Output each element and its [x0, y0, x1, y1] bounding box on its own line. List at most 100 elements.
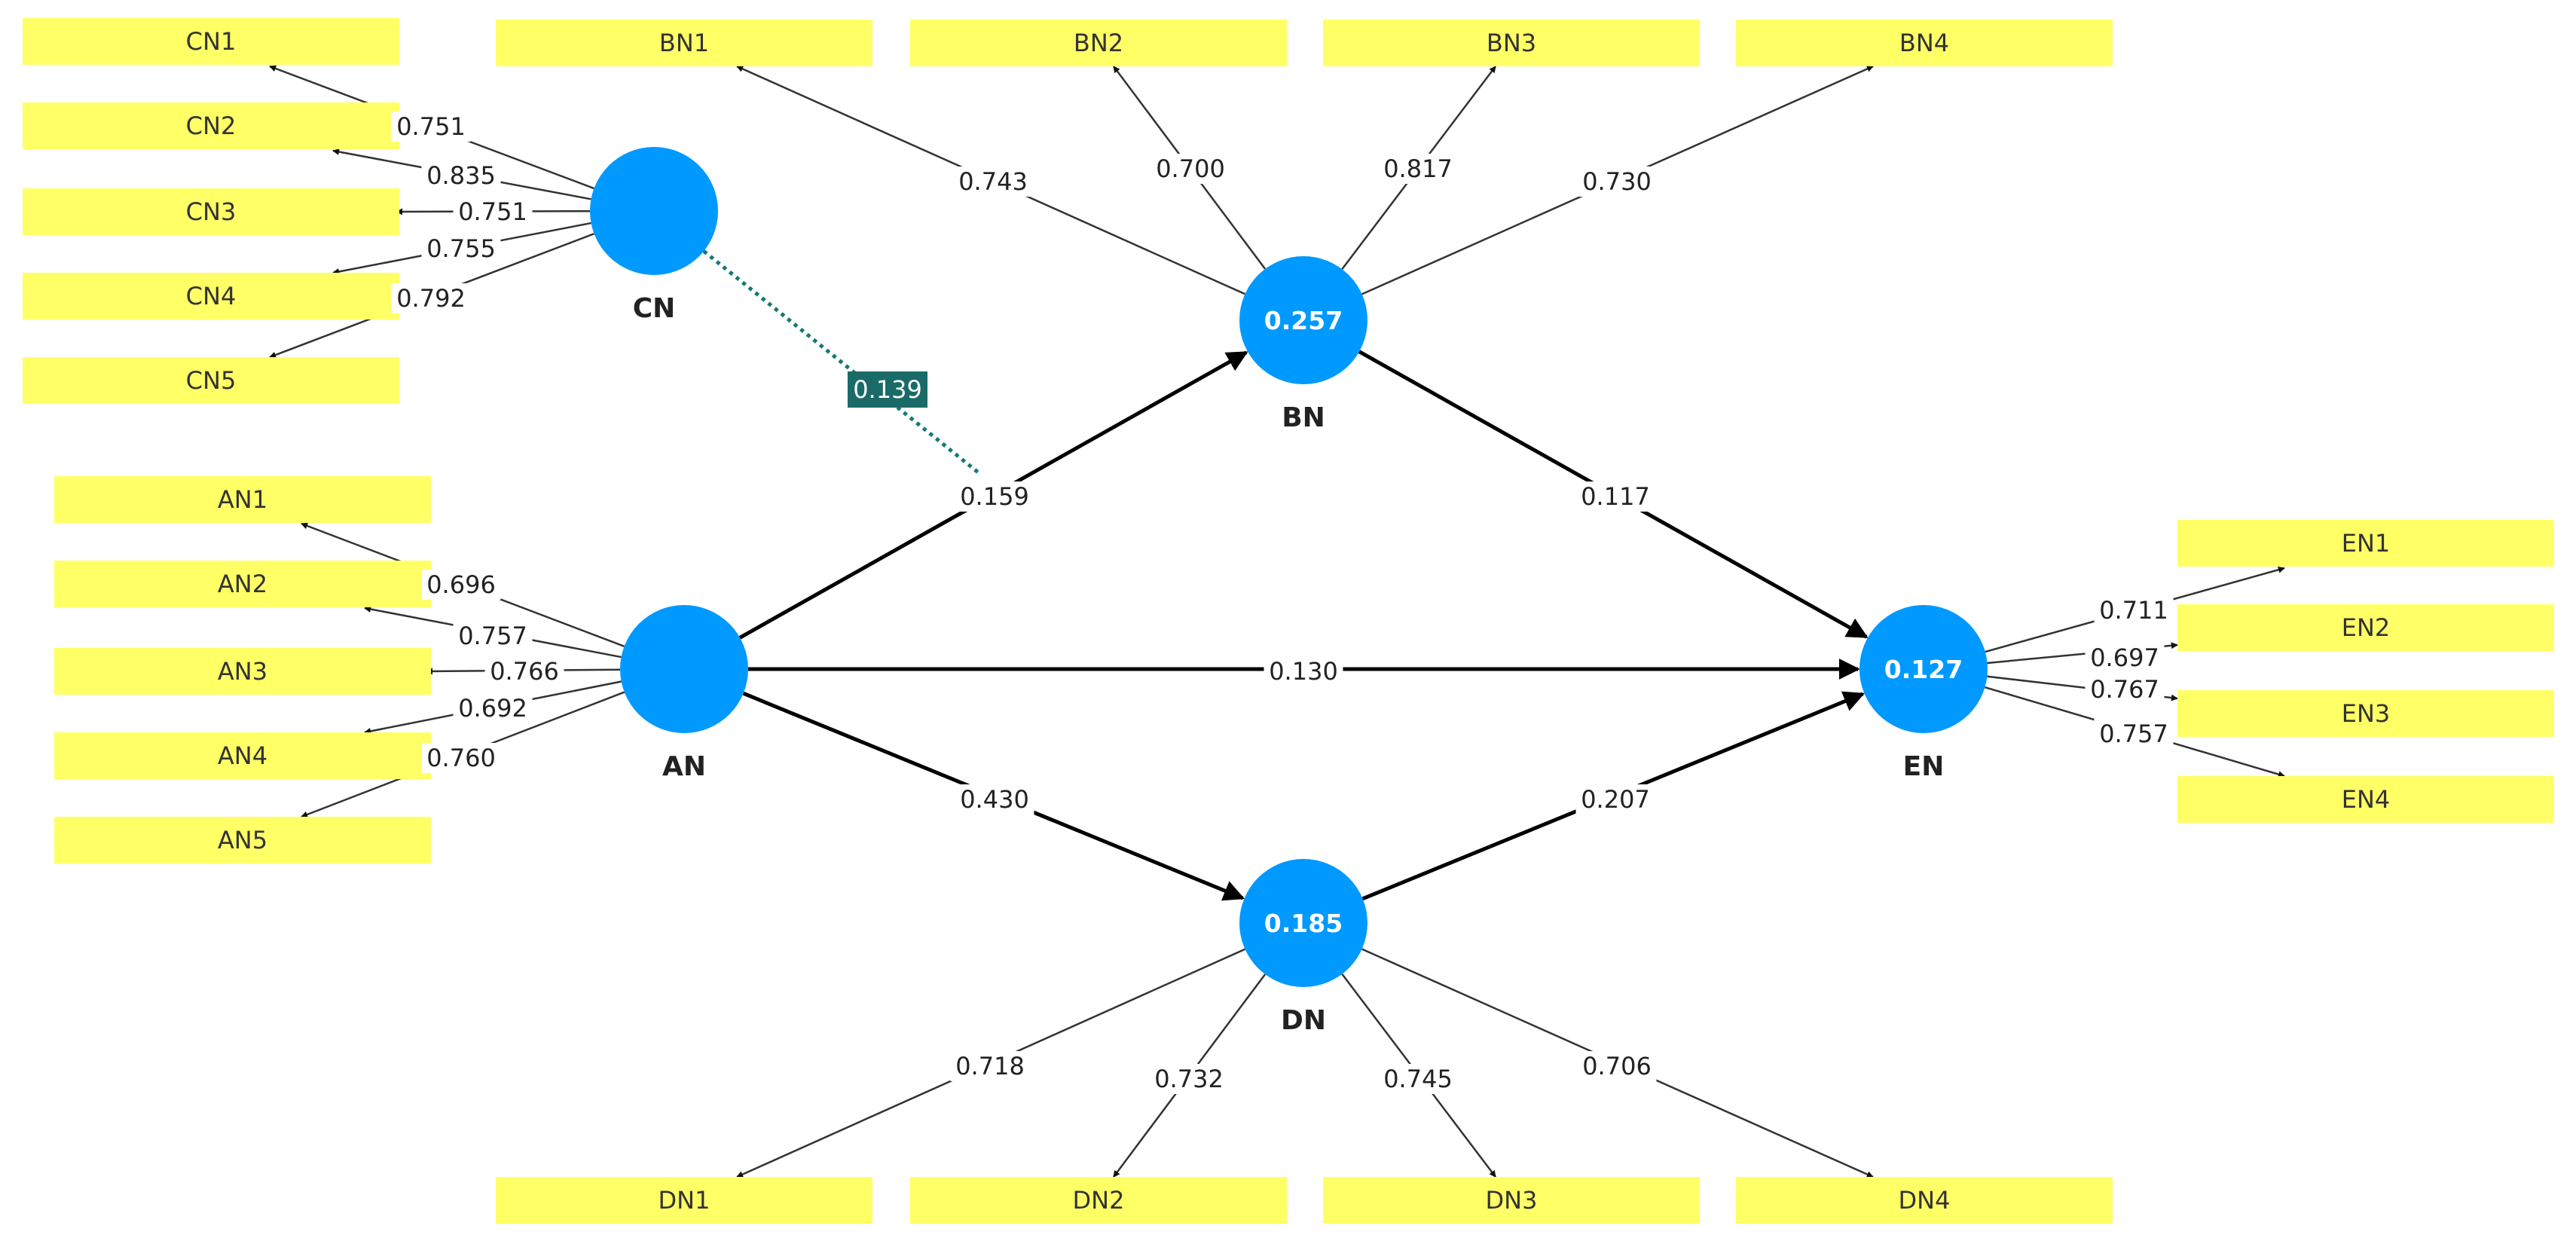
indicator-cn3[interactable]: CN3 [23, 188, 399, 235]
indicator-dn1[interactable]: DN1 [496, 1177, 872, 1224]
indicator-bn4[interactable]: BN4 [1736, 20, 2113, 66]
indicator-box [910, 1177, 1287, 1224]
path-coefficient-dn-en: 0.207 [1575, 784, 1655, 814]
loading-label-cn3-text: 0.751 [458, 197, 527, 226]
loading-label-bn1: 0.743 [953, 167, 1033, 197]
path-coefficient-dn-en-bg [1575, 784, 1655, 814]
loading-label-cn4-bg [421, 234, 501, 264]
loading-label-cn1-bg [391, 112, 471, 142]
construct-circle [590, 147, 718, 275]
indicator-label: AN5 [218, 826, 267, 854]
indicator-an4[interactable]: AN4 [54, 732, 431, 779]
loading-label-en2-bg [2085, 643, 2165, 673]
loading-label-cn3-bg [453, 197, 533, 227]
loading-label-cn1-text: 0.751 [396, 112, 466, 141]
construct-cn[interactable]: CN [590, 147, 718, 324]
indicator-cn1[interactable]: CN1 [23, 18, 399, 65]
construct-r-squared: 0.185 [1264, 909, 1343, 938]
loading-label-en1-text: 0.711 [2099, 596, 2168, 625]
loading-label-bn4: 0.730 [1577, 167, 1657, 197]
construct-r-squared: 0.127 [1884, 655, 1963, 684]
indicator-en3[interactable]: EN3 [2177, 690, 2554, 737]
loading-label-cn2-bg [421, 160, 501, 191]
indicator-box [54, 476, 431, 523]
loading-label-bn1-bg [953, 167, 1033, 197]
indicator-label: AN4 [218, 741, 267, 770]
indicator-label: BN3 [1487, 29, 1536, 57]
indicator-box [23, 357, 399, 404]
indicator-label: AN1 [218, 485, 267, 514]
indicator-box [1323, 20, 1700, 66]
loading-label-dn3-text: 0.745 [1383, 1065, 1453, 1093]
indicator-en1[interactable]: EN1 [2177, 520, 2554, 567]
indicator-cn5[interactable]: CN5 [23, 357, 399, 404]
indicator-box [2177, 690, 2554, 737]
indicator-label: DN2 [1073, 1186, 1125, 1215]
path-coefficient-an-en: 0.130 [1264, 656, 1343, 686]
loading-label-en4-bg [2094, 719, 2174, 749]
loading-label-cn1: 0.751 [391, 112, 471, 142]
indicator-label: CN2 [186, 112, 237, 140]
loading-label-bn1-text: 0.743 [958, 167, 1028, 196]
indicator-an3[interactable]: AN3 [54, 648, 431, 695]
loading-label-an5: 0.760 [421, 743, 501, 773]
loading-label-cn4-text: 0.755 [426, 234, 496, 263]
construct-circle [1239, 256, 1367, 384]
loading-label-cn5-bg [391, 283, 471, 313]
indicator-bn3[interactable]: BN3 [1323, 20, 1700, 66]
indicator-label: DN3 [1486, 1186, 1538, 1215]
indicator-en4[interactable]: EN4 [2177, 776, 2554, 823]
loading-label-dn2-bg [1149, 1064, 1229, 1094]
indicator-box [1323, 1177, 1700, 1224]
loading-label-an2-bg [453, 621, 533, 651]
loading-label-an3-text: 0.766 [490, 657, 559, 686]
construct-circle [1239, 859, 1367, 987]
indicator-an5[interactable]: AN5 [54, 817, 431, 863]
loading-label-bn2-text: 0.700 [1156, 154, 1225, 183]
construct-circle [1859, 605, 1988, 733]
loading-label-en2: 0.697 [2085, 643, 2165, 673]
indicator-box [54, 817, 431, 863]
loading-label-an4: 0.692 [453, 693, 533, 723]
indicator-box [1736, 20, 2113, 66]
loading-label-cn2: 0.835 [421, 160, 501, 191]
construct-an[interactable]: AN [620, 605, 748, 782]
path-coefficient-an-dn-bg [955, 784, 1034, 814]
loading-label-dn3-bg [1378, 1064, 1458, 1094]
indicator-bn1[interactable]: BN1 [496, 20, 872, 66]
construct-label: AN [662, 751, 706, 782]
loading-label-cn2-text: 0.835 [426, 161, 496, 190]
indicator-dn3[interactable]: DN3 [1323, 1177, 1700, 1224]
indicator-bn2[interactable]: BN2 [910, 20, 1287, 66]
loading-label-bn3-text: 0.817 [1383, 154, 1453, 183]
loading-label-an1-text: 0.696 [426, 570, 496, 599]
loading-label-an2: 0.757 [453, 621, 533, 651]
indicator-box [23, 273, 399, 319]
indicator-cn4[interactable]: CN4 [23, 273, 399, 319]
path-coefficient-bn-en-bg [1575, 481, 1655, 512]
indicator-an2[interactable]: AN2 [54, 561, 431, 607]
indicator-an1[interactable]: AN1 [54, 476, 431, 523]
loading-label-cn5: 0.792 [391, 283, 471, 313]
construct-r-squared: 0.257 [1264, 306, 1343, 335]
construct-label: EN [1903, 751, 1945, 782]
indicator-dn4[interactable]: DN4 [1736, 1177, 2113, 1224]
path-coefficient-dn-en-text: 0.207 [1581, 785, 1650, 814]
loading-label-an5-text: 0.760 [426, 744, 496, 772]
loading-label-bn3: 0.817 [1378, 154, 1458, 184]
loading-label-dn4-text: 0.706 [1582, 1052, 1652, 1080]
indicator-cn2[interactable]: CN2 [23, 102, 399, 149]
indicator-label: DN1 [659, 1186, 710, 1215]
indicator-en2[interactable]: EN2 [2177, 604, 2554, 651]
loading-label-an3-bg [484, 656, 564, 686]
indicator-dn2[interactable]: DN2 [910, 1177, 1287, 1224]
indicator-box [2177, 776, 2554, 823]
path-coefficient-an-bn: 0.159 [955, 481, 1034, 512]
moderation-line [702, 249, 982, 476]
loading-label-cn3: 0.751 [453, 197, 533, 227]
loading-label-en2-text: 0.697 [2090, 643, 2159, 672]
indicator-label: BN1 [659, 29, 709, 57]
